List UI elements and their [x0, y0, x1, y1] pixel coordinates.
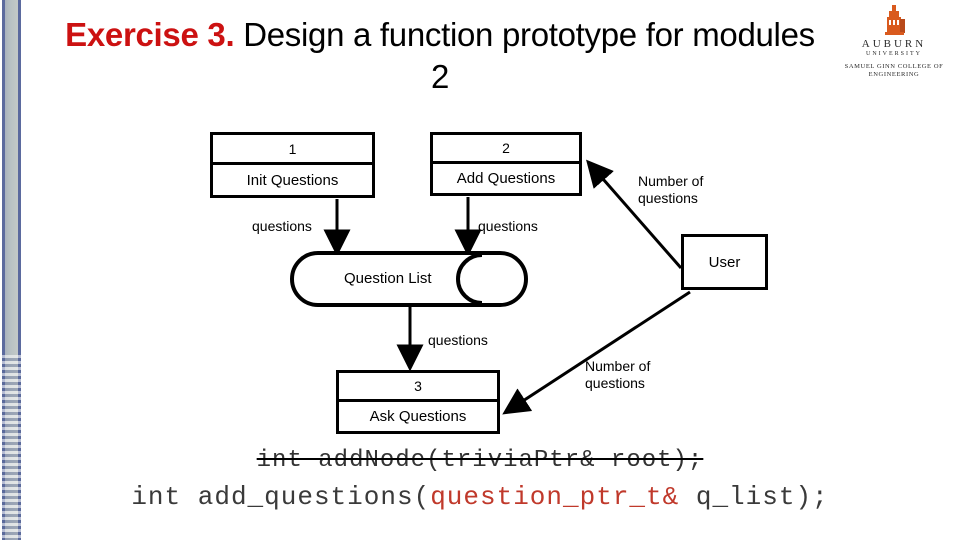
slide-left-accent-stripe: [0, 0, 22, 540]
code-prefix: int add_questions(: [131, 482, 431, 512]
code-block: int addNode(triviaPtr& root); int add_qu…: [0, 447, 960, 512]
flow-label-number-of-questions-2: Number of questions: [585, 358, 651, 392]
flow-user-to-add: [586, 159, 683, 269]
logo-subtitle-university: UNIVERSITY: [866, 51, 922, 57]
flow-label-questions-1: questions: [252, 218, 312, 234]
process-1-number: 1: [213, 135, 372, 165]
auburn-logo: AUBURN UNIVERSITY SAMUEL GINN COLLEGE OF…: [833, 4, 955, 80]
flow-label-number-of-questions-1: Number of questions: [638, 173, 704, 207]
slide-title: Exercise 3. Design a function prototype …: [60, 14, 820, 98]
process-box-2[interactable]: 2 Add Questions: [430, 132, 582, 196]
title-exercise-number: Exercise 3.: [65, 16, 235, 53]
process-3-number: 3: [339, 373, 497, 402]
flow-user-to-ask: [502, 290, 691, 415]
auburn-tower-icon: [833, 4, 955, 36]
logo-wordmark: AUBURN: [861, 38, 927, 50]
process-box-1[interactable]: 1 Init Questions: [210, 132, 375, 198]
title-text: Design a function prototype for modules …: [234, 16, 815, 96]
stripe-outer-line: [2, 0, 5, 540]
process-1-label: Init Questions: [246, 171, 339, 189]
stripe-texture: [2, 355, 21, 540]
code-line-current: int add_questions(question_ptr_t& q_list…: [0, 482, 960, 512]
datastore-question-list-label: Question List: [344, 270, 432, 287]
code-type-highlight: question_ptr_t&: [430, 482, 680, 512]
logo-subtitle-college: SAMUEL GINN COLLEGE OF ENGINEERING: [844, 63, 944, 79]
stripe-edge-line: [18, 0, 21, 540]
process-box-3[interactable]: 3 Ask Questions: [336, 370, 500, 434]
external-entity-user[interactable]: User: [681, 234, 768, 290]
datastore-question-list-shape: [290, 251, 528, 307]
process-3-label: Ask Questions: [369, 408, 467, 425]
flow-label-questions-2: questions: [478, 218, 538, 234]
process-2-number: 2: [433, 135, 579, 164]
code-suffix: q_list);: [679, 482, 829, 512]
code-line-struck: int addNode(triviaPtr& root);: [256, 447, 704, 474]
process-2-label: Add Questions: [456, 170, 556, 187]
flow-label-questions-3: questions: [428, 332, 488, 348]
